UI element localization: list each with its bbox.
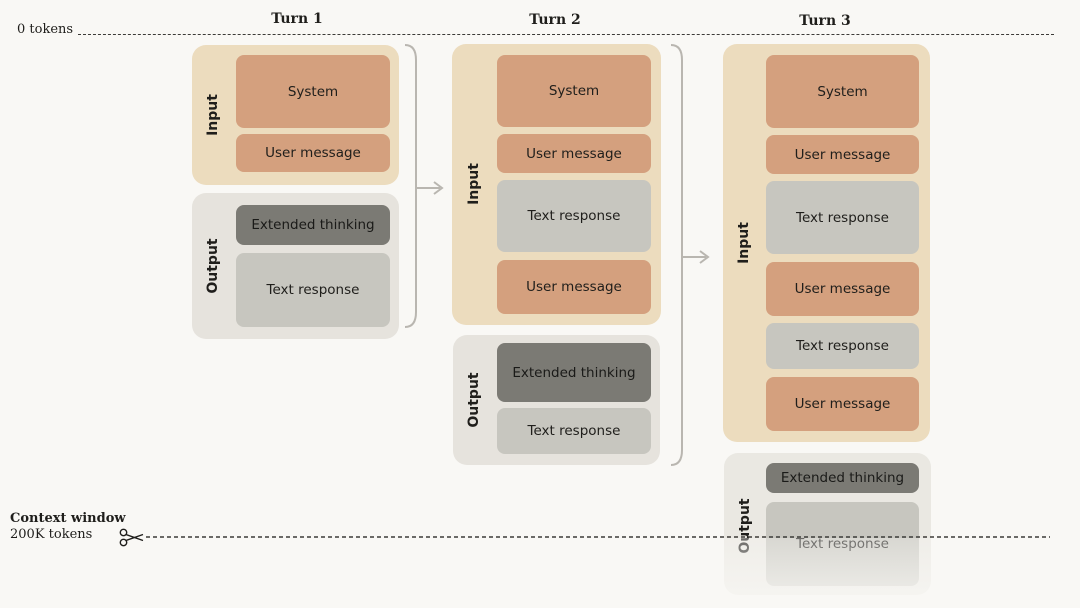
turn-1-text-response-box: Text response (236, 253, 390, 327)
turn-2-bracket (670, 44, 683, 466)
turn-2-text-response-box: Text response (497, 180, 651, 252)
turn-3-user-message-box-1: User message (766, 135, 919, 174)
turn-2-title: Turn 2 (529, 12, 581, 28)
turn-3-text-response-box-2: Text response (766, 323, 919, 369)
context-window-title: Context window (10, 511, 126, 526)
turn-2-user-message-box-2: User message (497, 260, 651, 314)
turn-1-extended-thinking-box: Extended thinking (236, 205, 390, 245)
top-token-line (78, 34, 1054, 35)
zero-tokens-label: 0 tokens (17, 22, 74, 37)
turn-3-user-message-box-2: User message (766, 262, 919, 316)
turn-3-system-box: System (766, 55, 919, 128)
turn-2-system-box: System (497, 55, 651, 127)
truncated-fade (722, 538, 934, 608)
turn-3-user-message-box-3: User message (766, 377, 919, 431)
turn-1-user-message-box: User message (236, 134, 390, 172)
turn-3-title: Turn 3 (799, 13, 851, 29)
turn-2-arrow-head (699, 250, 710, 264)
turn-2-text-response-box-output: Text response (497, 408, 651, 454)
turn-2-user-message-box-1: User message (497, 134, 651, 173)
turn-2-extended-thinking-box: Extended thinking (497, 343, 651, 402)
turn-3-text-response-box-1: Text response (766, 181, 919, 254)
context-window-size: 200K tokens (10, 527, 93, 542)
turn-3-extended-thinking-box: Extended thinking (766, 463, 919, 493)
turn-1-system-box: System (236, 55, 390, 128)
turn-1-bracket (404, 44, 417, 328)
scissors-icon (119, 528, 144, 547)
turn-1-title: Turn 1 (271, 11, 323, 27)
turn-1-arrow-head (433, 181, 444, 195)
